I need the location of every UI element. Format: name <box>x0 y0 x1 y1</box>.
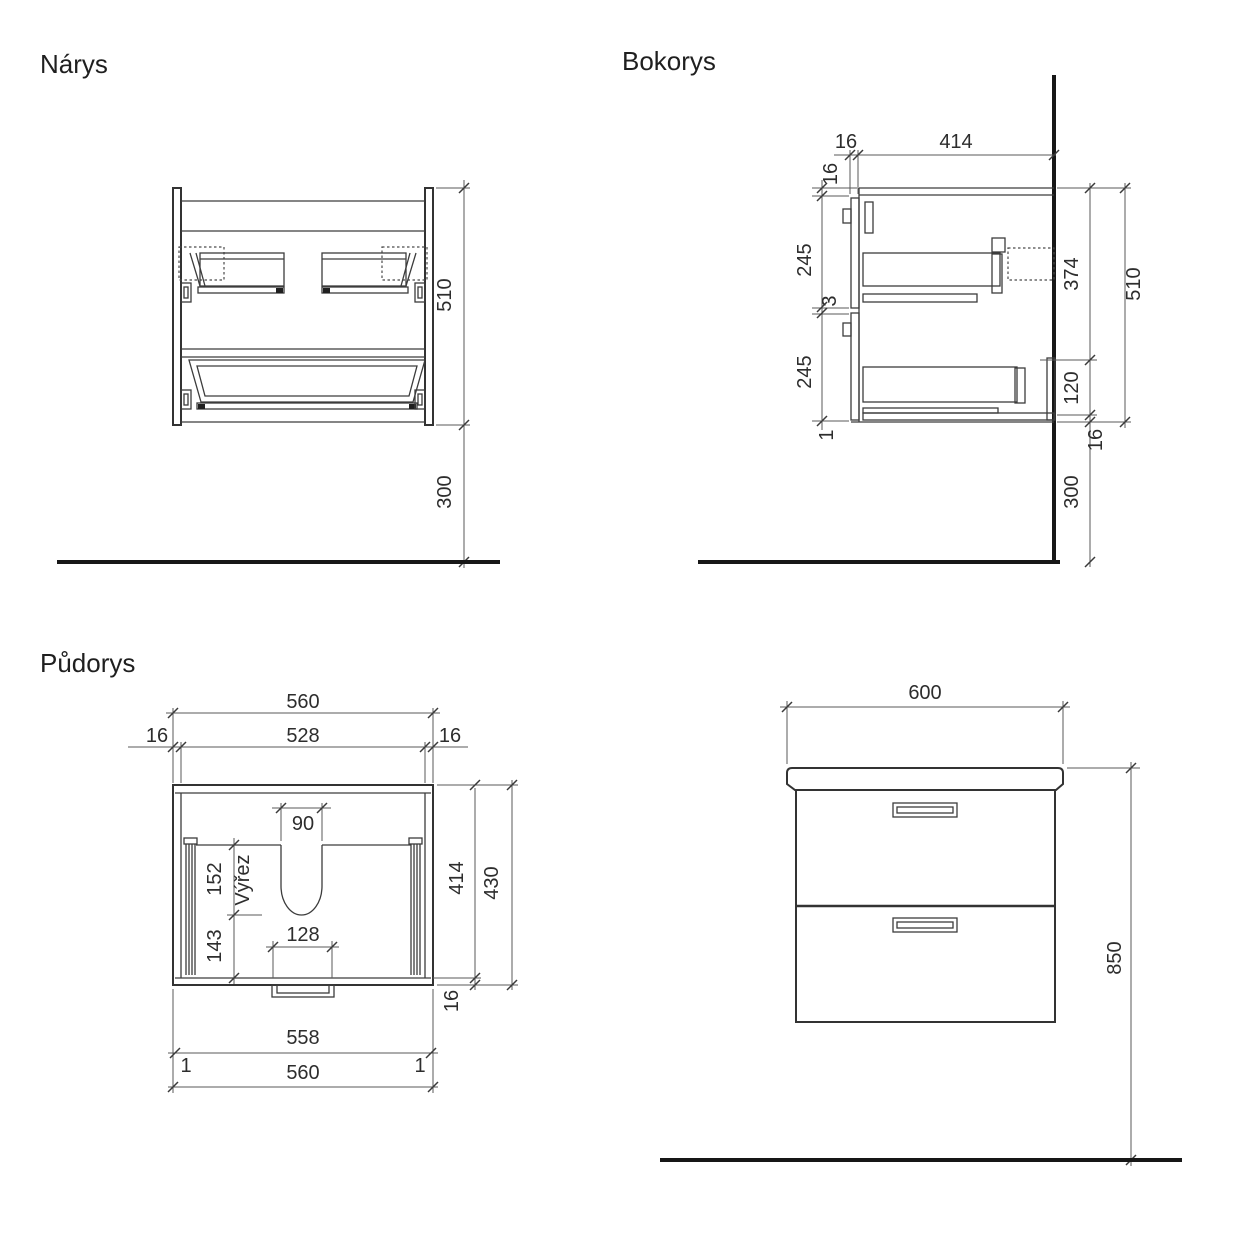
front-lower-handle <box>892 917 958 933</box>
bokorys-dim-upper-front: 245 <box>794 243 816 276</box>
pudorys-dim-overall-width: 560 <box>286 691 319 713</box>
narys-title: Nárys <box>40 49 108 79</box>
pudorys-dim-inner-width: 528 <box>286 725 319 747</box>
pudorys-dim-back-panel: 16 <box>441 990 463 1012</box>
bokorys-dim-front-gap: 3 <box>819 295 841 306</box>
pudorys-dim-front-depth: 143 <box>204 929 226 962</box>
narys-cabinet-outline <box>172 187 434 426</box>
bokorys-dim-floor-offset: 300 <box>1061 475 1083 508</box>
front-upper-handle <box>892 802 958 818</box>
pudorys-dim-left-gap: 1 <box>180 1055 191 1077</box>
pudorys-dim-bottom-width: 560 <box>286 1062 319 1084</box>
bokorys-title: Bokorys <box>622 46 716 76</box>
narys-view: Nárys <box>40 49 500 568</box>
bokorys-dim-inner-height: 374 <box>1061 257 1083 290</box>
pudorys-dim-right-side: 16 <box>439 725 461 747</box>
pudorys-dim-inner-depth: 414 <box>446 861 468 894</box>
pudorys-dim-back-width: 558 <box>286 1027 319 1049</box>
narys-dim-floor-offset: 300 <box>434 475 456 508</box>
bokorys-dim-height: 510 <box>1123 267 1145 300</box>
bokorys-dimensions-top: 16 414 <box>834 131 1060 194</box>
narys-dim-height: 510 <box>434 278 456 311</box>
bokorys-dimensions-right: 374 510 120 16 300 <box>1040 182 1145 568</box>
pudorys-dimensions-bottom: 558 1 1 560 <box>167 989 439 1093</box>
narys-upper-right-drawer <box>321 246 428 303</box>
narys-bottom-drawer <box>180 359 426 410</box>
front-worktop <box>786 767 1064 791</box>
pudorys-dim-right-gap: 1 <box>414 1055 425 1077</box>
bokorys-dim-depth: 414 <box>939 131 972 153</box>
bokorys-dim-lower-front: 245 <box>794 355 816 388</box>
pudorys-dimensions-right: 414 430 16 <box>433 779 518 1012</box>
bokorys-dim-bottom-panel: 16 <box>1085 429 1107 451</box>
pudorys-view: Půdorys 560 528 16 16 90 152 <box>40 648 518 1093</box>
bokorys-dim-top-panel: 16 <box>820 163 842 185</box>
bokorys-upper-drawer <box>862 237 1055 303</box>
pudorys-cabinet-outline <box>172 784 434 998</box>
pudorys-dimensions-cutout: 90 152 Výřez 143 128 <box>204 802 339 984</box>
narys-upper-left-drawer <box>178 246 285 303</box>
bokorys-dimensions-left: 16 245 3 245 1 <box>794 163 857 441</box>
pudorys-dimensions-top: 560 528 16 16 <box>128 691 468 783</box>
pudorys-dim-cutout-depth: 152 <box>204 862 226 895</box>
pudorys-sink-cutout <box>280 845 323 916</box>
narys-dimensions: 510 300 <box>434 180 470 568</box>
bokorys-view: Bokorys 16 4 <box>622 46 1145 568</box>
pudorys-dim-left-side: 16 <box>146 725 168 747</box>
front-dim-width: 600 <box>908 682 941 704</box>
bokorys-lower-drawer <box>862 357 1056 421</box>
pudorys-cutout-label: Výřez <box>232 854 254 905</box>
pudorys-title: Půdorys <box>40 648 135 678</box>
front-view: 600 850 <box>660 682 1182 1166</box>
pudorys-dim-overall-depth: 430 <box>481 866 503 899</box>
pudorys-dim-drain-width: 128 <box>286 924 319 946</box>
front-dim-worktop-height: 850 <box>1104 941 1126 974</box>
bokorys-cabinet-outline <box>842 187 1054 423</box>
bokorys-dim-back-rail: 120 <box>1061 371 1083 404</box>
pudorys-dim-cutout-width: 90 <box>292 813 314 835</box>
front-dimensions: 600 850 <box>780 682 1140 1166</box>
bokorys-dim-front-thickness: 16 <box>835 131 857 153</box>
bokorys-dim-bottom-gap: 1 <box>816 429 838 440</box>
